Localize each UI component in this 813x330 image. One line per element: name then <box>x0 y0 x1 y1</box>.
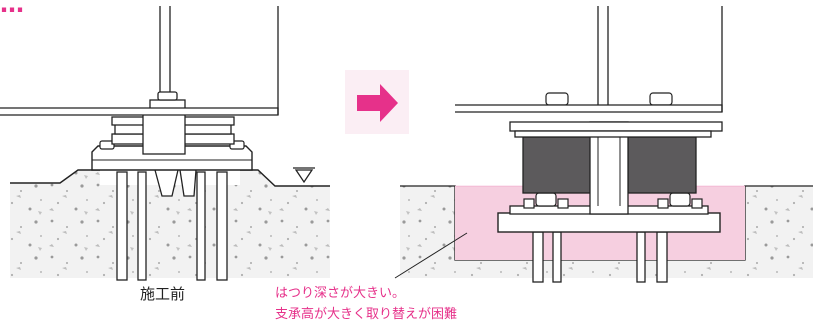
callout-note: はつり深さが大きい。 支承高が大きく取り替えが困難 <box>275 283 457 325</box>
girder-flange <box>455 104 723 113</box>
before-diagram <box>0 6 330 281</box>
base-plate <box>497 212 721 233</box>
concrete-ground <box>400 186 813 278</box>
water-level-marker-icon <box>293 167 315 184</box>
girder-flange <box>0 107 279 116</box>
anchor-bolt <box>196 171 206 281</box>
bearing-nut <box>157 91 178 101</box>
anchor-bolt <box>636 231 646 283</box>
anchor-bolt <box>552 231 562 283</box>
rubber-bearing <box>522 136 592 194</box>
anchor-bolt <box>116 171 128 281</box>
callout-leader <box>394 232 468 279</box>
upper-plate <box>509 121 723 132</box>
callout-note-line2: 支承高が大きく取り替えが困難 <box>275 307 458 322</box>
upper-plate <box>514 130 712 138</box>
anchor-bolt <box>532 231 544 283</box>
bearing-block <box>142 109 186 155</box>
section-heading: … <box>0 0 24 18</box>
anchor-bolt <box>656 231 668 283</box>
concrete-ground <box>10 170 330 278</box>
right-arrow-icon <box>345 70 409 134</box>
caption-before: 施工前 <box>140 285 186 303</box>
anchor-bolt <box>137 171 147 281</box>
base-plate <box>91 145 253 171</box>
anchor-bolt <box>216 171 228 281</box>
rubber-bearing <box>627 136 697 194</box>
callout-note-line1: はつり深さが大きい。 <box>275 286 406 301</box>
after-diagram <box>394 6 813 283</box>
